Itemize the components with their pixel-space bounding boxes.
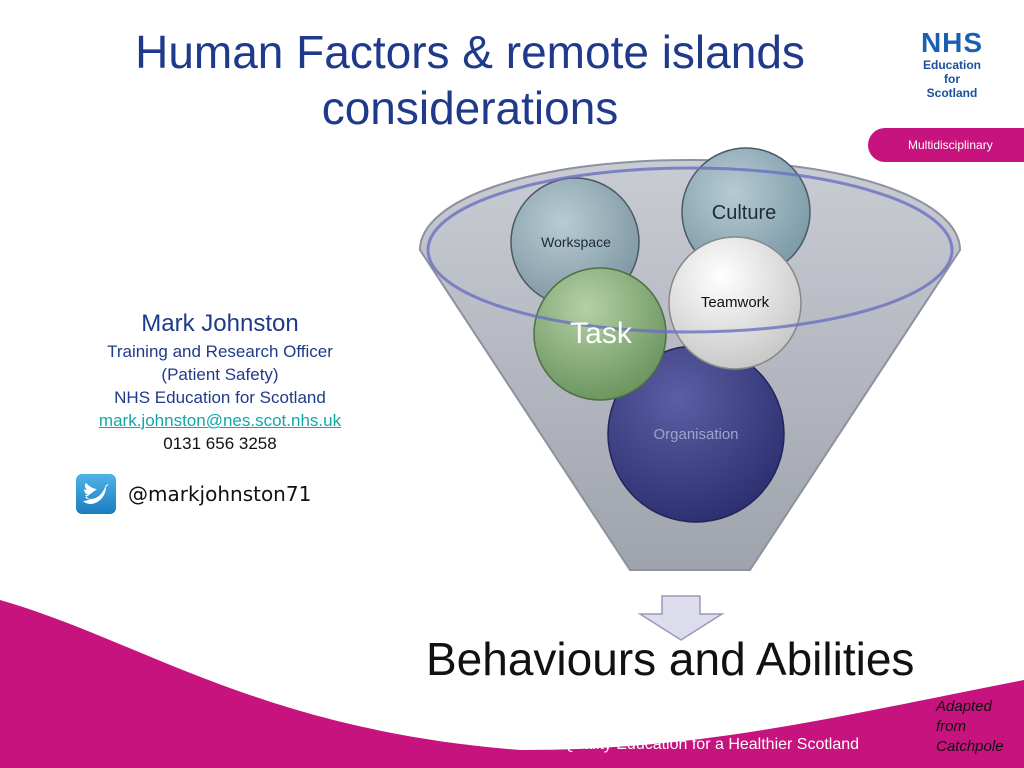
logo-line-for: for: [944, 72, 960, 86]
logo-line-education: Education: [922, 58, 981, 72]
label-teamwork: Teamwork: [701, 294, 770, 311]
label-culture: Culture: [712, 202, 776, 224]
contact-role: Training and Research Officer: [107, 342, 333, 361]
contact-block: Mark Johnston Training and Research Offi…: [60, 308, 380, 455]
title-line-1: Human Factors & remote islands: [135, 26, 805, 78]
contact-role-sub: (Patient Safety): [161, 365, 279, 384]
contact-email-link[interactable]: mark.johnston@nes.scot.nhs.uk: [98, 411, 342, 430]
contact-name: Mark Johnston: [141, 310, 299, 337]
human-factors-funnel: Culture Workspace Teamwork Task Organisa…: [418, 147, 962, 641]
contact-phone: 0131 656 3258: [163, 434, 277, 453]
source-note-line-1: Adapted: [936, 698, 992, 715]
twitter-handle: @markjohnston71: [128, 482, 312, 506]
down-arrow-icon: [637, 595, 725, 641]
contact-org: NHS Education for Scotland: [114, 388, 326, 407]
source-note: Adapted from Catchpole: [936, 697, 1022, 757]
label-task: Task: [570, 317, 633, 350]
label-workspace: Workspace: [541, 234, 611, 250]
funnel-rim: [426, 166, 954, 334]
node-task: [533, 267, 667, 401]
logo-line-scotland: Scotland: [926, 86, 978, 100]
node-teamwork: [668, 236, 802, 370]
nhs-logo: NHS Education for Scotland: [906, 27, 998, 101]
slide-title: Human Factors & remote islands considera…: [60, 24, 880, 136]
nhs-wordmark: NHS: [920, 27, 984, 58]
title-line-2: considerations: [321, 82, 619, 134]
footer-swoosh: [0, 600, 1024, 768]
footer-tagline: Quality Education for a Healthier Scotla…: [562, 736, 860, 753]
twitter-icon: [76, 474, 116, 514]
category-tag: Multidisciplinary: [868, 128, 1024, 162]
source-note-line-3: Catchpole: [936, 738, 1004, 755]
output-label: Behaviours and Abilities: [426, 633, 915, 685]
source-note-line-2: from: [936, 718, 966, 735]
label-organisation: Organisation: [653, 426, 738, 443]
